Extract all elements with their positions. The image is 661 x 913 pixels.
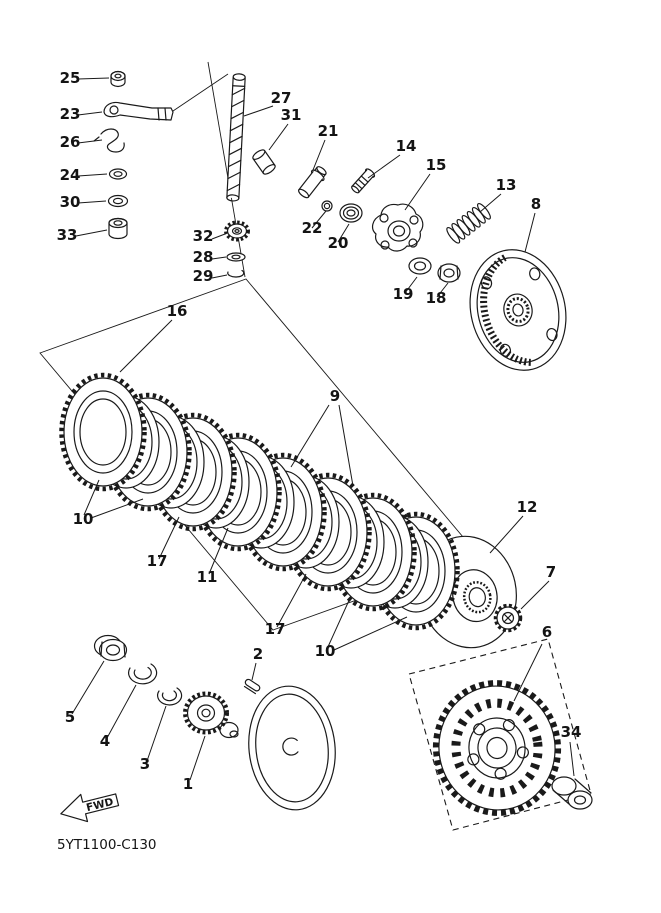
part-label-9: 9 xyxy=(330,387,340,405)
part-label-10: 10 xyxy=(73,510,94,528)
part-label-32: 32 xyxy=(193,227,214,245)
housing-dashed-outline xyxy=(408,638,592,831)
part-29-circlip xyxy=(227,269,245,278)
part-8-pressure-plate xyxy=(469,249,567,371)
part-15-pressure-plate-spider xyxy=(371,203,424,252)
part-20-bearing xyxy=(339,203,363,223)
part-14-bolt xyxy=(351,168,376,194)
part-label-3: 3 xyxy=(140,755,150,773)
part-5-nut xyxy=(93,634,128,662)
part-label-8: 8 xyxy=(531,195,541,213)
part-24-washer xyxy=(108,168,128,180)
part-21-pin xyxy=(298,166,327,199)
part-23-release-lever xyxy=(103,101,174,121)
part-28-washer xyxy=(226,252,246,262)
part-label-19: 19 xyxy=(393,285,414,303)
part-25-nut xyxy=(110,70,126,88)
part-label-5: 5 xyxy=(65,708,75,726)
diagram-code: 5YT1100-C130 xyxy=(57,837,157,853)
part-label-31: 31 xyxy=(281,106,302,124)
part-33-collar xyxy=(108,217,128,240)
part-34-spacer-bushing xyxy=(551,776,593,810)
part-label-21: 21 xyxy=(318,122,339,140)
part-label-11: 11 xyxy=(197,568,218,586)
part-label-15: 15 xyxy=(426,156,447,174)
part-label-22: 22 xyxy=(302,219,323,237)
part-label-4: 4 xyxy=(100,732,110,750)
part-7-boss-nut xyxy=(493,603,523,633)
part-label-17b: 17 xyxy=(265,620,286,638)
part-label-33: 33 xyxy=(57,226,78,244)
part-1-drive-gear xyxy=(183,691,239,739)
leader-lines xyxy=(71,77,575,781)
part-label-24: 24 xyxy=(60,166,81,184)
part-label-6: 6 xyxy=(542,623,552,641)
part-label-16: 16 xyxy=(167,302,188,320)
part-label-20: 20 xyxy=(328,234,349,252)
part-label-1: 1 xyxy=(183,775,193,793)
part-label-17: 17 xyxy=(147,552,168,570)
part-label-10b: 10 xyxy=(315,642,336,660)
part-label-26: 26 xyxy=(60,133,81,151)
part-31-plunger xyxy=(252,149,276,175)
part-label-29: 29 xyxy=(193,267,214,285)
part-label-28: 28 xyxy=(193,248,214,266)
part-label-23: 23 xyxy=(60,105,81,123)
part-label-7: 7 xyxy=(546,563,556,581)
part-2-key xyxy=(243,678,261,695)
part-27-push-rod xyxy=(226,73,246,202)
clutch-plate-stack xyxy=(62,375,458,628)
part-label-34: 34 xyxy=(561,723,582,741)
part-label-12: 12 xyxy=(517,498,538,516)
fwd-label: FWD xyxy=(85,796,115,814)
part-label-18: 18 xyxy=(426,289,447,307)
part-3-circlip xyxy=(156,687,183,706)
part-19-washer xyxy=(408,257,432,275)
part-26-spring-wire xyxy=(93,128,125,153)
part-label-14: 14 xyxy=(396,137,417,155)
part-label-27: 27 xyxy=(271,89,292,107)
part-label-25: 25 xyxy=(60,69,81,87)
part-32-small-gear xyxy=(224,220,250,242)
part-13-clutch-spring xyxy=(446,202,491,244)
part-labels: 25 23 26 24 30 33 27 31 21 14 15 13 8 22… xyxy=(57,69,582,793)
part-label-30: 30 xyxy=(60,193,81,211)
part-22-o-ring xyxy=(321,200,333,212)
primary-drive-disc xyxy=(248,685,336,811)
part-label-13: 13 xyxy=(496,176,517,194)
part-18-nut xyxy=(437,263,461,283)
part-6-clutch-housing xyxy=(432,680,562,816)
fwd-arrow-icon: FWD xyxy=(60,793,120,823)
part-30-washer xyxy=(107,194,129,208)
part-label-2: 2 xyxy=(253,645,263,663)
part-4-lock-washer xyxy=(128,663,158,685)
friction-plate xyxy=(62,375,145,489)
